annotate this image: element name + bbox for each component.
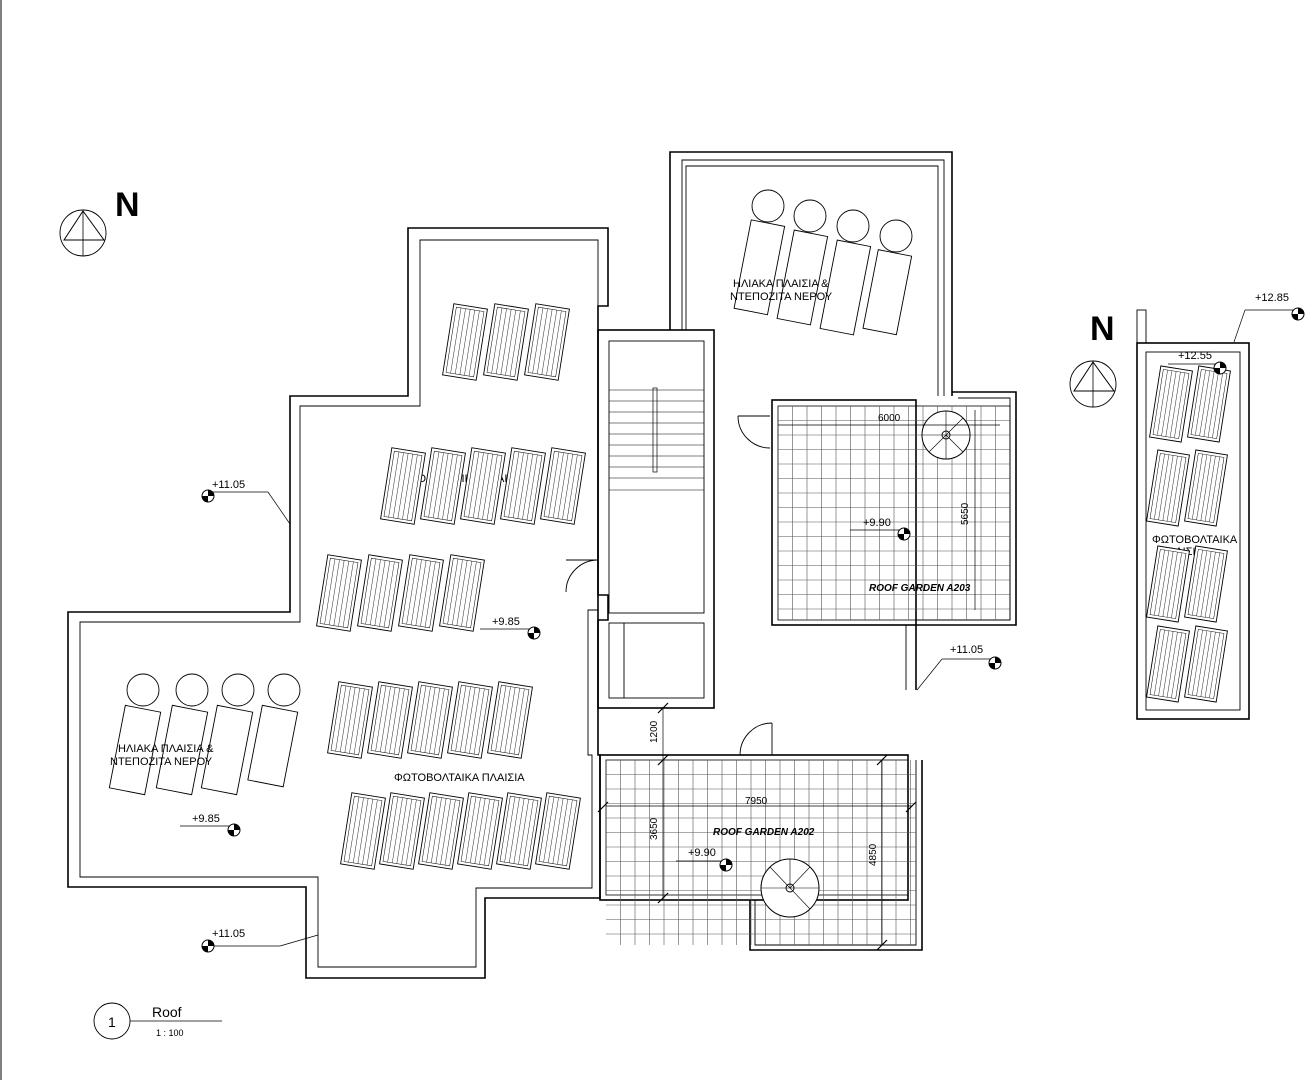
pv-panel: [487, 681, 533, 759]
dim-5650: 5650: [960, 502, 971, 525]
roof-garden-a202: 7950 3650 4850 1200 ROOF GARDEN A202 +9.…: [597, 702, 923, 951]
title-block: 1 Roof 1 : 100: [93, 1002, 222, 1040]
north-arrow-icon: N: [59, 186, 140, 257]
view-name: Roof: [152, 1004, 182, 1020]
garden-a202-label: ROOF GARDEN A202: [713, 827, 815, 838]
level-marker-1285: +12.85: [1233, 292, 1305, 343]
svg-text:+9.85: +9.85: [192, 813, 220, 825]
pv-panel: [1184, 449, 1228, 527]
upper-roof-right: ΦΩΤΟΒΟΛΤΑΙΚΑ ΠΛΑΙΣΙΑ: [1136, 309, 1250, 720]
svg-text:+12.55: +12.55: [1178, 350, 1212, 362]
pv-panel: [316, 554, 362, 632]
dim-7950: 7950: [745, 796, 768, 807]
solar-label-top-2: ΝΤΕΠΟΖΙΤΑ ΝΕΡΟΥ: [730, 291, 833, 303]
pv-label-right-1: ΦΩΤΟΒΟΛΤΑΙΚΑ: [1152, 534, 1238, 546]
view-scale: 1 : 100: [156, 1028, 184, 1038]
pv-panel: [1187, 365, 1231, 443]
view-number: 1: [108, 1014, 116, 1030]
pv-panel: [407, 681, 453, 759]
level-990-a202: +9.90: [688, 847, 716, 859]
pv-panel: [327, 681, 373, 759]
garden-a203-label: ROOF GARDEN A203: [869, 583, 971, 594]
svg-text:+11.05: +11.05: [212, 479, 245, 491]
north-label-right: N: [1090, 310, 1115, 348]
level-marker-1105-b: +11.05: [201, 928, 319, 953]
pv-panel: [1146, 449, 1190, 527]
pv-panel: [1184, 625, 1228, 703]
roof-garden-a203: 6000 5650 ROOF GARDEN A203 +9.90: [771, 391, 1017, 690]
stair-core: [565, 329, 715, 709]
pv-panel: [439, 554, 485, 632]
pv-panel: [1146, 545, 1190, 623]
svg-text:+12.85: +12.85: [1255, 292, 1289, 304]
pv-panel: [379, 792, 425, 870]
water-tanks-left: [108, 673, 301, 796]
pv-panel: [457, 792, 503, 870]
dim-1200: 1200: [649, 720, 660, 743]
svg-text:+11.05: +11.05: [212, 928, 245, 940]
pv-panel: [357, 554, 403, 632]
north-label: N: [115, 186, 140, 224]
pv-panel: [524, 303, 570, 381]
dim-4850: 4850: [868, 843, 879, 866]
pv-label-2: ΦΩΤΟΒΟΛΤΑΙΚΑ ΠΛΑΙΣΙΑ: [394, 772, 525, 784]
pv-panel: [1149, 365, 1193, 443]
level-990-a203: +9.90: [863, 517, 891, 529]
pv-panel: [398, 554, 444, 632]
north-arrow-icon-right: N: [1069, 310, 1117, 408]
pv-panel: [447, 681, 493, 759]
level-marker-985-b: +9.85: [180, 813, 241, 837]
svg-text:+9.85: +9.85: [492, 616, 520, 628]
svg-text:+11.05: +11.05: [950, 644, 983, 656]
pv-panel: [500, 447, 546, 525]
solar-terrace-top: ΗΛΙΑΚΑ ΠΛΑΙΣΙΑ & ΝΤΕΠΟΖΙΤΑ ΝΕΡΟΥ: [669, 151, 953, 449]
pv-panel: [496, 792, 542, 870]
pv-panel: [418, 792, 464, 870]
pv-panel: [483, 303, 529, 381]
dim-3650: 3650: [649, 817, 660, 840]
solar-label-left-1: ΗΛΙΑΚΑ ΠΛΑΙΣΙΑ &: [118, 743, 214, 755]
pv-panel: [340, 792, 386, 870]
pv-panel: [1146, 625, 1190, 703]
pv-panel: [367, 681, 413, 759]
pv-panel: [1184, 545, 1228, 623]
dim-6000: 6000: [878, 413, 901, 424]
level-marker-1105-a: +11.05: [201, 479, 291, 525]
pv-panel: [460, 447, 506, 525]
pv-panel: [540, 447, 586, 525]
level-marker-1255: +12.55: [1168, 350, 1227, 375]
level-marker-1105-c: +11.05: [916, 644, 1002, 691]
pv-panel-arrays: [316, 303, 1231, 870]
pv-panel: [442, 303, 488, 381]
pv-panel: [535, 792, 581, 870]
level-marker-985-a: +9.85: [480, 616, 541, 640]
pv-panel: [420, 447, 466, 525]
pv-panel: [380, 447, 426, 525]
solar-label-top-1: ΗΛΙΑΚΑ ΠΛΑΙΣΙΑ &: [733, 278, 829, 290]
